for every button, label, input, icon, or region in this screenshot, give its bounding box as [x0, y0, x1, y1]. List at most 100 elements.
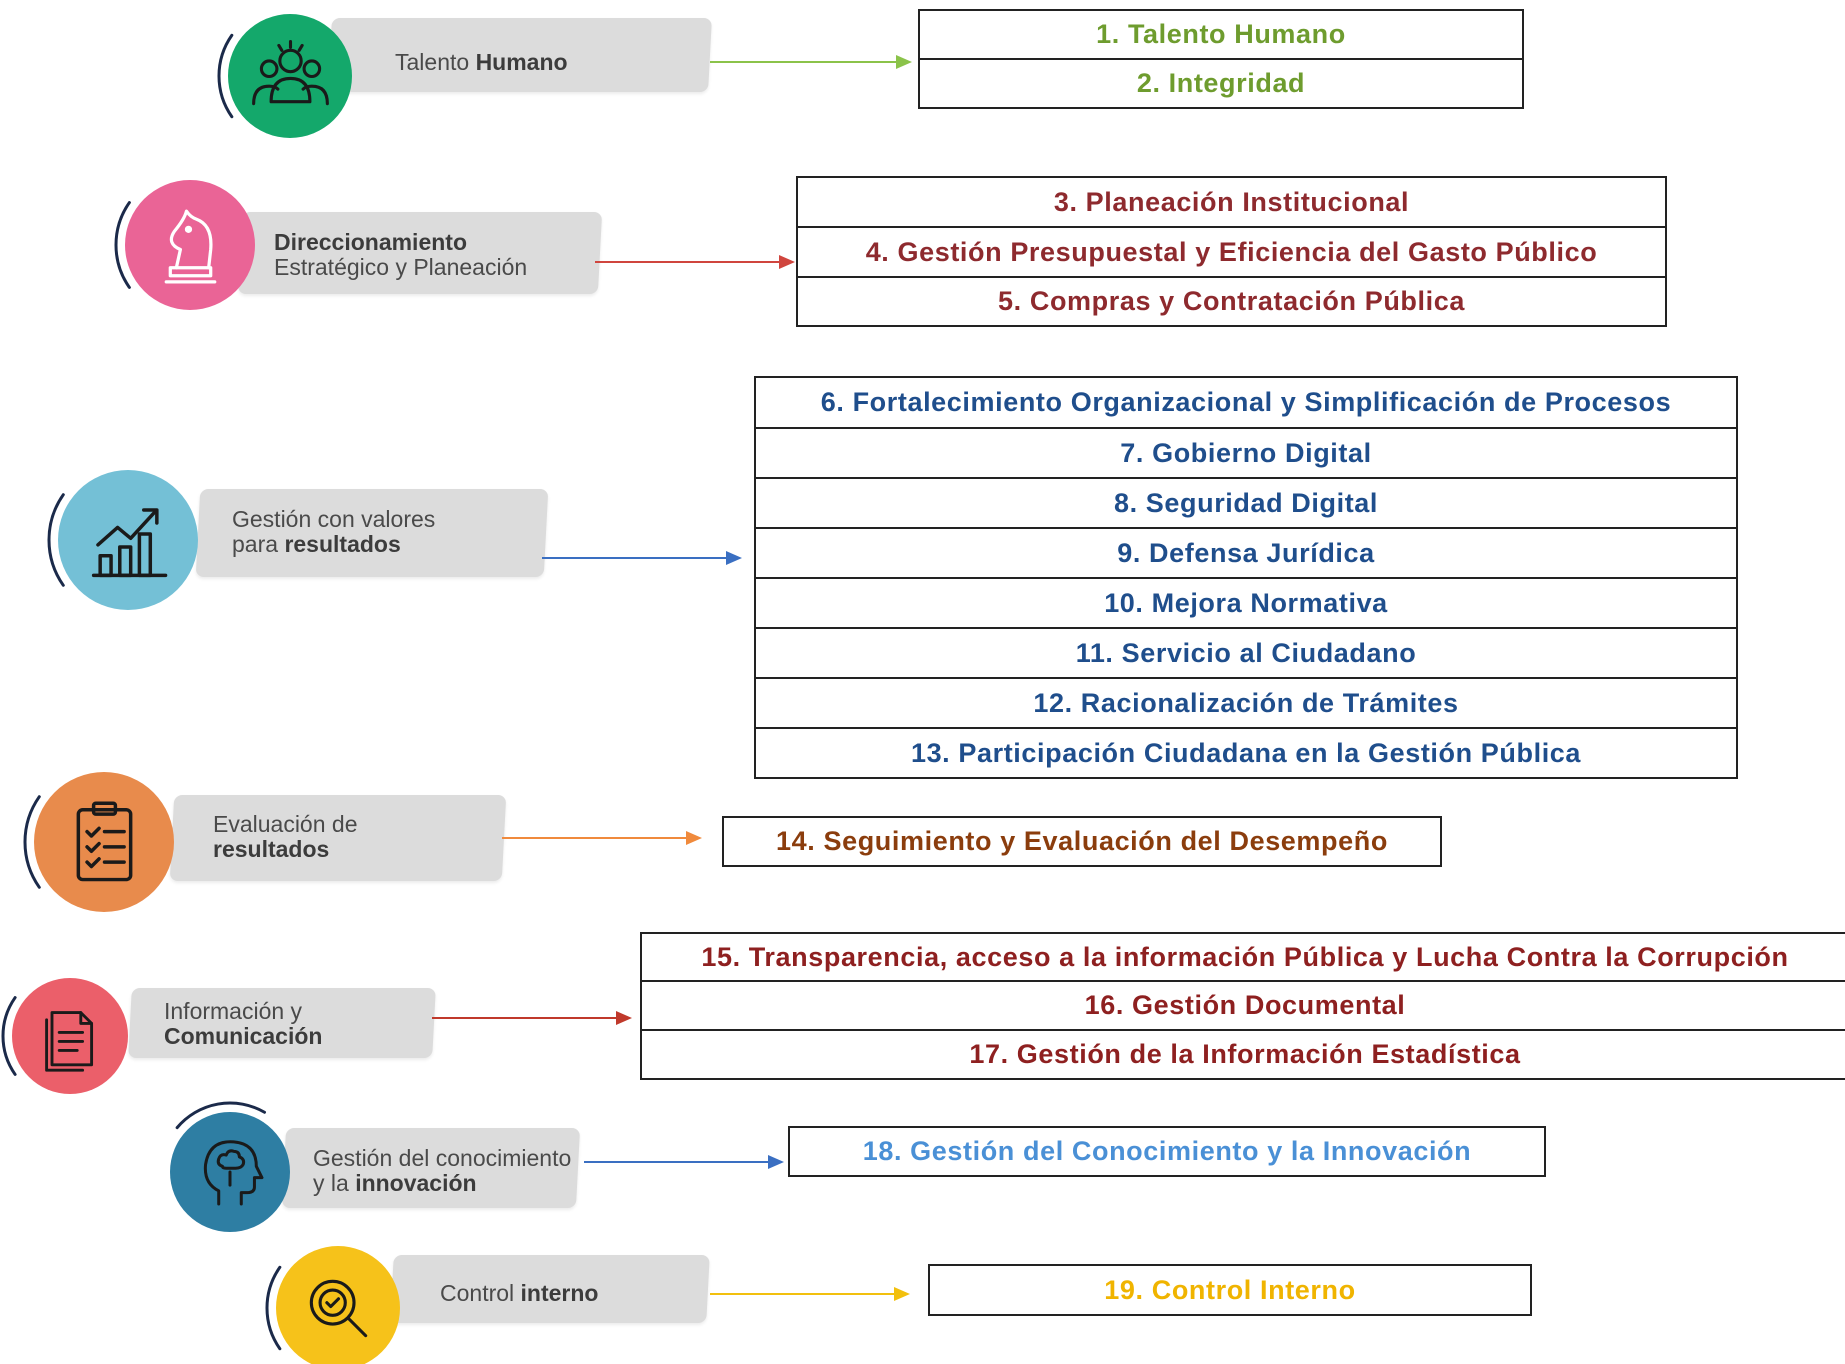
connector-arrow — [710, 55, 912, 69]
dimension-label-fragment: Estratégico y Planeación — [274, 254, 528, 280]
dimension-label-text: Talento Humano — [395, 50, 568, 75]
dimension-label-fragment: Evaluación de — [213, 811, 358, 837]
team-icon — [242, 28, 339, 125]
policy-item: 3. Planeación Institucional — [1053, 187, 1410, 217]
connector-arrow-head — [894, 1287, 910, 1301]
connector-arrow — [542, 551, 742, 565]
dimension-circle — [228, 14, 352, 138]
policy-box: 19. Control Interno — [928, 1264, 1532, 1316]
policy-item: 8. Seguridad Digital — [756, 477, 1736, 527]
policy-item: 18. Gestión del Conocimiento y la Innova… — [862, 1136, 1472, 1166]
dimension-label-fragment: innovación — [355, 1170, 477, 1196]
dimension-label-fragment: Humano — [475, 49, 568, 75]
connector-arrow — [710, 1287, 910, 1301]
dimension-label-fragment: Control — [440, 1280, 521, 1306]
policy-box: 3. Planeación Institucional 4. Gestión Pr… — [796, 176, 1667, 327]
connector-arrow — [432, 1011, 632, 1025]
dimension-label-banner — [281, 1128, 581, 1208]
dimension-label-fragment: Talento — [395, 49, 476, 75]
decorative-arc — [265, 1265, 282, 1351]
dimension-label-line: resultados — [213, 837, 358, 862]
decorative-arc-stroke — [47, 493, 65, 587]
policy-item: 5. Compras y Contratación Pública — [798, 276, 1665, 325]
connector-arrow-head — [686, 831, 702, 845]
dimension-circle — [12, 978, 128, 1094]
policy-box: 1. Talento Humano 2. Integridad — [918, 9, 1524, 109]
policy-box: 18. Gestión del Conocimiento y la Innova… — [788, 1126, 1546, 1177]
dimension-label-line: Información y — [164, 999, 322, 1024]
dimension-label-line: Gestión con valores — [232, 507, 435, 532]
dimension-label-banner — [328, 18, 712, 92]
dimension-label-banner — [237, 212, 603, 294]
connector-arrow-head — [779, 255, 795, 269]
magnifier-badge-icon — [290, 1260, 387, 1357]
connector-arrow-head — [768, 1155, 784, 1169]
decorative-arc — [175, 1101, 266, 1130]
dimension-label-fragment: Direccionamiento — [274, 229, 467, 255]
dimension-label-banner — [169, 795, 507, 881]
dimension-label-fragment: resultados — [213, 836, 330, 862]
dimension-circle — [34, 772, 174, 912]
policy-item: 10. Mejora Normativa — [756, 577, 1736, 627]
policy-item: 11. Servicio al Ciudadano — [756, 627, 1736, 677]
dimension-circle — [170, 1112, 290, 1232]
dimension-circle — [58, 470, 198, 610]
dimension-label-fragment: Gestión del conocimiento — [313, 1145, 572, 1171]
dimension-label-banner — [195, 489, 549, 577]
dimension-label-line: Estratégico y Planeación — [274, 255, 527, 280]
connector-arrow-head — [616, 1011, 632, 1025]
dimension-label-line: Comunicación — [164, 1024, 322, 1049]
decorative-arc — [1, 996, 17, 1076]
dimension-circle — [125, 180, 255, 310]
dimension-label-line: y la innovación — [313, 1171, 571, 1196]
dimension-label-line: para resultados — [232, 532, 435, 557]
dimension-circle — [276, 1246, 400, 1364]
policy-item: 19. Control Interno — [1104, 1275, 1356, 1305]
decorative-arc — [23, 795, 41, 889]
decorative-arc-stroke — [114, 201, 131, 289]
policy-item: 16. Gestión Documental — [642, 980, 1845, 1029]
policy-item: 2. Integridad — [920, 58, 1522, 107]
policy-item: 6. Fortalecimiento Organizacional y Simp… — [820, 387, 1672, 417]
policy-box: 14. Seguimiento y Evaluación del Desempe… — [722, 816, 1442, 867]
decorative-arc — [217, 33, 234, 119]
connector-arrow — [595, 255, 795, 269]
dimension-label-fragment: y la — [313, 1170, 356, 1196]
policy-item: 1. Talento Humano — [1096, 19, 1346, 49]
policy-item: 14. Seguimiento y Evaluación del Desempe… — [776, 826, 1388, 856]
connector-arrow — [502, 831, 702, 845]
decorative-arc-stroke — [175, 1101, 266, 1130]
connector-arrow-head — [896, 55, 912, 69]
policy-item: 13. Participación Ciudadana en la Gestió… — [756, 727, 1736, 777]
dimension-label-line: Control interno — [440, 1281, 599, 1306]
dimension-label-fragment: Información y — [164, 998, 303, 1024]
connector-arrow-head — [726, 551, 742, 565]
decorative-arc — [47, 493, 65, 587]
policy-item: 17. Gestión de la Información Estadístic… — [642, 1029, 1845, 1078]
policy-item: 4. Gestión Presupuestal y Eficiencia del… — [798, 226, 1665, 276]
dimension-label-text: Control interno — [440, 1281, 599, 1306]
policy-box: 15. Transparencia, acceso a la informaci… — [640, 932, 1845, 1080]
connector-arrow — [584, 1155, 784, 1169]
dimension-label-banner — [390, 1255, 710, 1323]
growth-chart-icon — [74, 486, 183, 595]
document-icon — [25, 991, 115, 1081]
dimension-label-fragment: para — [232, 531, 285, 557]
dimension-label-line: Direccionamiento — [274, 230, 527, 255]
policy-box: 6. Fortalecimiento Organizacional y Simp… — [754, 376, 1738, 779]
policy-item: 9. Defensa Jurídica — [756, 527, 1736, 577]
dimension-label-line: Gestión del conocimiento — [313, 1146, 571, 1171]
decorative-arc-stroke — [1, 996, 17, 1076]
